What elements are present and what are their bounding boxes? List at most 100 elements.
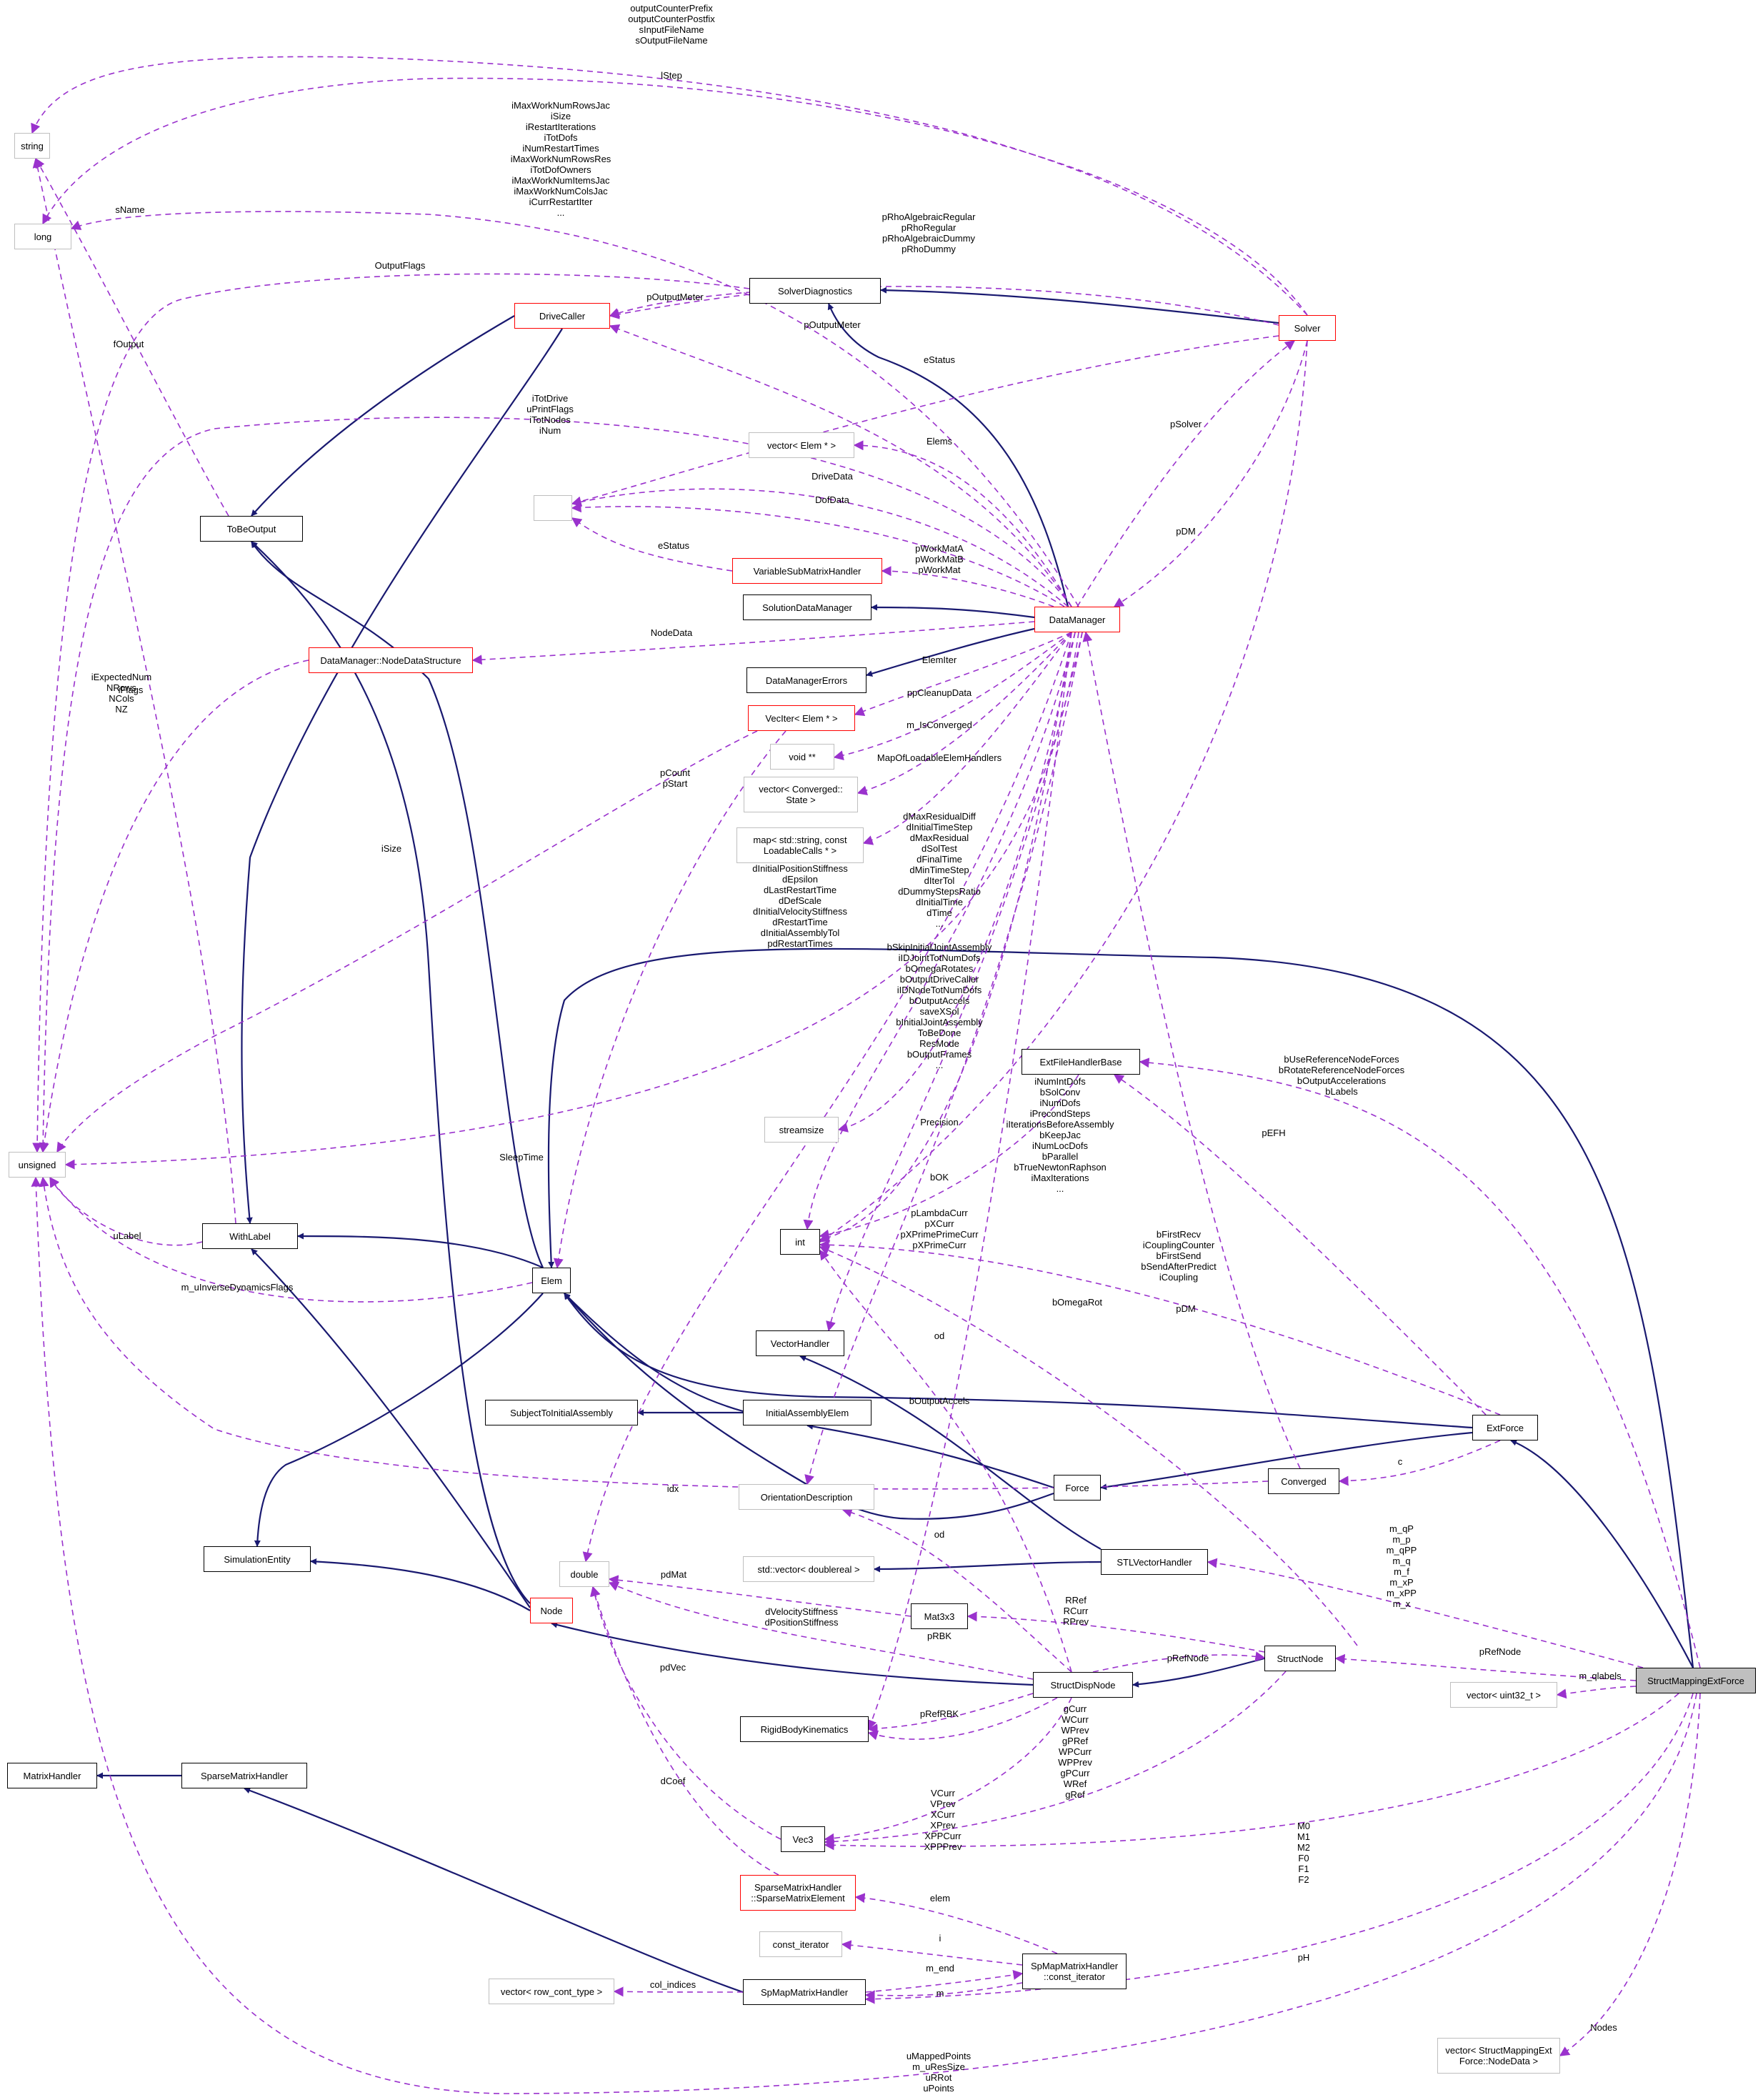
edge-label-prefnode2: pRefNode [1479, 1646, 1522, 1657]
edge-label-umapped: uMappedPoints m_uResSize uRRot uPoints [906, 2051, 972, 2094]
node-force[interactable]: Force [1054, 1475, 1101, 1501]
edge-label-bomegarot: bOmegaRot [1052, 1297, 1103, 1308]
edge-label-bflags: bUseReferenceNodeForces bRotateReference… [1278, 1054, 1405, 1097]
node-sp-map-matrix-handler[interactable]: SpMapMatrixHandler [743, 1979, 866, 2005]
node-sparse-matrix-handler[interactable]: SparseMatrixHandler [181, 1763, 307, 1788]
edge-label-sleeptime: SleepTime [499, 1152, 544, 1163]
edge-datamanager-vectorelem [853, 440, 1072, 607]
edge-label-i: i [939, 1933, 942, 1944]
node-vector-handler[interactable]: VectorHandler [756, 1330, 844, 1356]
node-unsigned[interactable]: unsigned [9, 1152, 66, 1178]
edge-solverdiagnostics-drivecaller [609, 294, 750, 319]
edge-structmapping-stlvectorhandler [1207, 1558, 1644, 1668]
node-drive-caller[interactable]: DriveCaller [514, 303, 610, 329]
node-converged[interactable]: Converged [1268, 1468, 1339, 1494]
node-streamsize[interactable]: streamsize [764, 1117, 839, 1143]
node-node-data-structure[interactable]: DataManager::NodeDataStructure [309, 647, 473, 673]
node-int[interactable]: int [780, 1229, 820, 1255]
node-with-label[interactable]: WithLabel [202, 1223, 298, 1249]
node-const-iterator[interactable]: const_iterator [759, 1931, 842, 1957]
edge-datamanager-vectorhandler [826, 632, 1083, 1332]
edge-mat3x3-double [608, 1575, 912, 1617]
edge-drivecaller-tobeoutput [251, 315, 515, 517]
edge-label-idx: idx [666, 1483, 679, 1494]
node-vector-converged[interactable]: vector< Converged:: State > [744, 777, 858, 812]
edge-datamanager-voidptr [833, 632, 1072, 761]
edge-label-isconverged: m_IsConverged [907, 720, 972, 730]
edge-label-estatus: eStatus [923, 354, 956, 365]
node-long[interactable]: long [14, 224, 71, 249]
node-struct-disp-node[interactable]: StructDispNode [1033, 1672, 1133, 1698]
edge-vec3-double [590, 1586, 781, 1840]
edge-label-boutputaccels: bOutputAccels [909, 1395, 970, 1406]
node-matrix-handler[interactable]: MatrixHandler [7, 1763, 97, 1788]
edge-solver-solverdiagnostics [880, 287, 1279, 324]
node-vectoruint32[interactable]: vector< uint32_t > [1450, 1682, 1557, 1708]
node-mat3x3[interactable]: Mat3x3 [911, 1603, 968, 1629]
edge-tobeoutput-long [35, 157, 229, 517]
edge-datamanager-solver [1077, 340, 1296, 607]
edge-label-dvel: dVelocityStiffness dPositionStiffness [764, 1606, 839, 1628]
node-solver[interactable]: Solver [1279, 315, 1336, 341]
node-rigid-body-kinematics[interactable]: RigidBodyKinematics [740, 1716, 869, 1742]
node-elem[interactable]: Elem [532, 1268, 571, 1293]
node-stdvector[interactable]: std::vector< doublereal > [743, 1556, 874, 1582]
node-orientation-description[interactable]: OrientationDescription [739, 1484, 874, 1510]
node-vector-row-cont[interactable]: vector< row_cont_type > [489, 1979, 614, 2004]
edge-label-elemiter: ElemIter [922, 655, 957, 665]
node-empty[interactable] [534, 495, 572, 521]
edge-label-ppcleanup: ppCleanupData [907, 687, 972, 698]
edge-structnode-vec3 [824, 1671, 1287, 1847]
node-subject-to-initial-assembly[interactable]: SubjectToInitialAssembly [485, 1400, 638, 1425]
edge-elem-tobeoutput [251, 541, 544, 1268]
node-voidptr[interactable]: void ** [770, 744, 834, 770]
edge-stlvectorhandler-vectorhandler [799, 1355, 1102, 1550]
node-stlvector-handler[interactable]: STLVectorHandler [1101, 1549, 1208, 1575]
node-vec-iter[interactable]: VecIter< Elem * > [748, 705, 855, 731]
node-vec3[interactable]: Vec3 [781, 1826, 825, 1852]
edge-converged-unsigned [39, 1176, 1269, 1490]
node-vector-node-data[interactable]: vector< StructMappingExt Force::NodeData… [1437, 2038, 1560, 2074]
edge-datamanager-empty-drivedata [571, 488, 1069, 607]
edge-label-sname: sName [115, 204, 145, 215]
edge-label-od: od [934, 1330, 945, 1341]
node-solver-diagnostics[interactable]: SolverDiagnostics [749, 278, 881, 304]
node-ext-force[interactable]: ExtForce [1472, 1415, 1538, 1440]
edge-force-initialassemblyelem [806, 1423, 1054, 1489]
edge-elem-withlabel [297, 1233, 544, 1269]
edge-label-mqlabels: m_qlabels [1579, 1671, 1622, 1681]
edge-structdispnode-node [551, 1621, 1034, 1686]
node-struct-node[interactable]: StructNode [1264, 1646, 1336, 1671]
edge-node-simulationentity [310, 1558, 531, 1611]
node-initial-assembly-elem[interactable]: InitialAssemblyElem [743, 1400, 871, 1425]
node-variable-sub-matrix-handler[interactable]: VariableSubMatrixHandler [732, 558, 882, 584]
node-to-be-output[interactable]: ToBeOutput [200, 516, 303, 542]
node-solution-data-manager[interactable]: SolutionDataManager [743, 594, 871, 620]
edge-label-prbk: pRBK [927, 1631, 952, 1641]
node-double[interactable]: double [559, 1561, 609, 1587]
edge-label-foutput: fOutput [113, 339, 144, 349]
edge-stlvectorhandler-stdvector [874, 1561, 1102, 1573]
node-sparse-matrix-element[interactable]: SparseMatrixHandler ::SparseMatrixElemen… [740, 1875, 856, 1911]
node-data-manager-errors[interactable]: DataManagerErrors [746, 667, 866, 693]
edge-datamanager-rigidbody [866, 632, 1072, 1731]
node-map-loadable[interactable]: map< std::string, const LoadableCalls * … [736, 827, 864, 863]
edge-structnode-mat3x3 [967, 1611, 1265, 1653]
node-ext-file-handler-base[interactable]: ExtFileHandlerBase [1022, 1049, 1140, 1075]
edge-label-bok: bOK [929, 1172, 949, 1183]
node-data-manager[interactable]: DataManager [1034, 607, 1120, 632]
edge-label-poutputmeter2: pOutputMeter [804, 319, 861, 330]
edge-elem-simulationentity [254, 1293, 544, 1547]
node-simulation-entity[interactable]: SimulationEntity [204, 1546, 311, 1572]
edge-datamanager-nodedatastructure [471, 621, 1035, 665]
edge-label-outputflags: OutputFlags [374, 260, 426, 271]
node-string[interactable]: string [14, 133, 50, 159]
edge-extfilehandler-int [819, 1074, 1079, 1240]
edge-label-pdm: pDM [1176, 526, 1196, 537]
edge-datamanager-solverdiagnostics [827, 303, 1069, 607]
node-vector-elem[interactable]: vector< Elem * > [749, 432, 854, 458]
node-node[interactable]: Node [530, 1598, 573, 1623]
edge-label-solver-int: iNumIntDofs bSolConv iNumDofs iPrecondSt… [1006, 1076, 1114, 1194]
node-sp-map-const-iter[interactable]: SpMapMatrixHandler ::const_iterator [1022, 1954, 1127, 1989]
